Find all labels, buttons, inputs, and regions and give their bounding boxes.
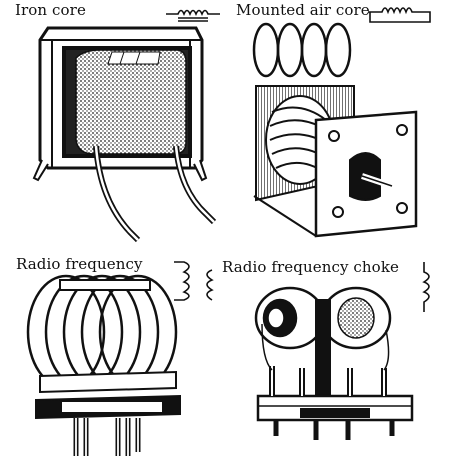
label-iron-core: Iron core bbox=[15, 1, 86, 19]
label-radio-frequency-choke: Radio frequency choke bbox=[222, 258, 399, 276]
air-core-inductor-symbol bbox=[368, 7, 431, 23]
iron-core-inductor-symbol bbox=[166, 9, 220, 22]
rf-choke-symbol bbox=[422, 262, 430, 312]
mounted-air-core-inductor bbox=[252, 22, 418, 238]
label-radio-frequency: Radio frequency bbox=[16, 255, 143, 273]
radio-frequency-coil bbox=[26, 274, 181, 456]
label-mounted-air-core: Mounted air core bbox=[236, 1, 370, 19]
radio-frequency-choke bbox=[254, 286, 414, 440]
iron-core-inductor bbox=[32, 26, 217, 243]
rf-coil-symbol bbox=[174, 261, 214, 301]
